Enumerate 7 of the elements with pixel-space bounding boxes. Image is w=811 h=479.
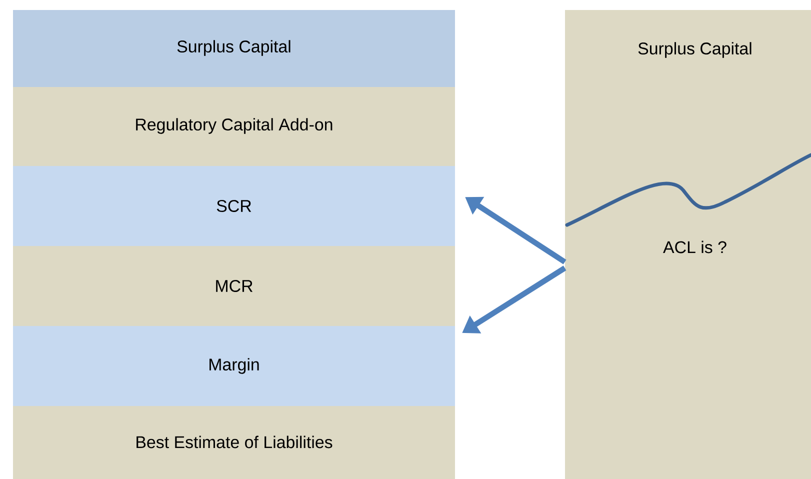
layer-band: Best Estimate of Liabilities bbox=[13, 406, 455, 479]
capital-panel: Surplus Capital ACL is ? bbox=[565, 10, 811, 479]
layer-band: Margin bbox=[13, 326, 455, 406]
layer-band: Regulatory Capital Add-on bbox=[13, 87, 455, 166]
layer-band: SCR bbox=[13, 166, 455, 246]
layer-band: Surplus Capital bbox=[13, 10, 455, 87]
layer-band: MCR bbox=[13, 246, 455, 326]
